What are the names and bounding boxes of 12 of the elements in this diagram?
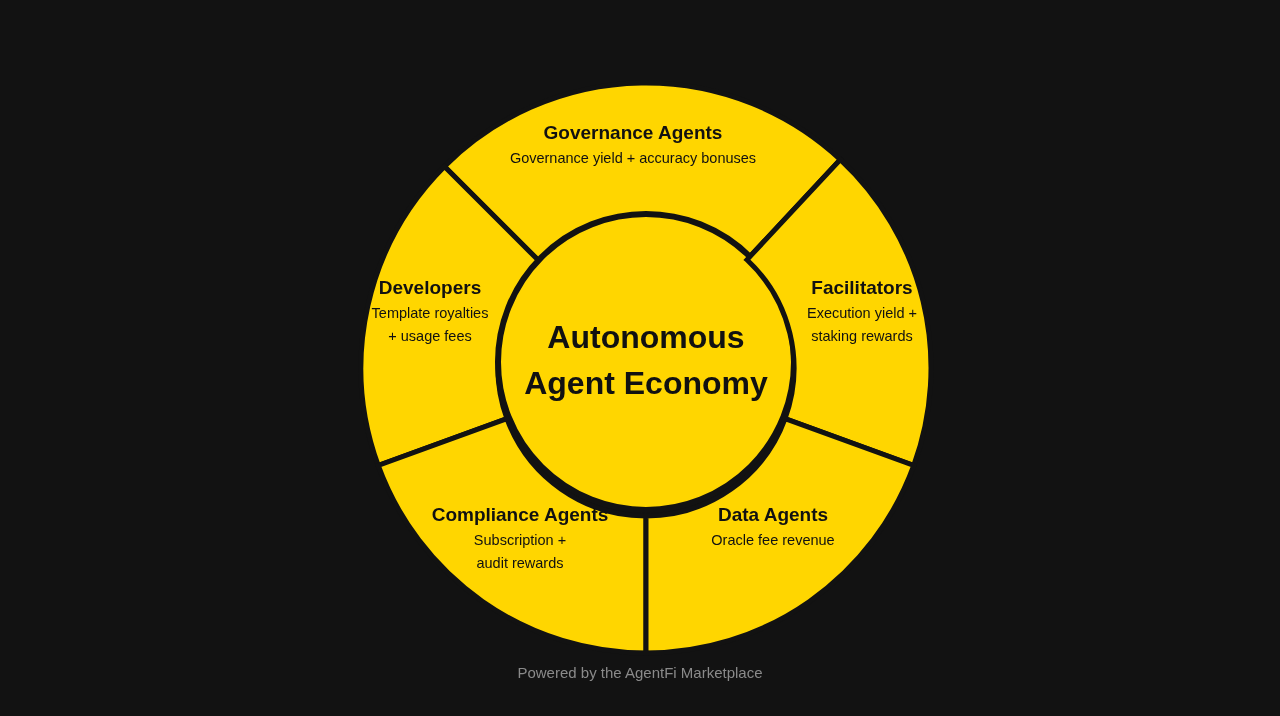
segment-title: Compliance Agents bbox=[430, 503, 610, 527]
segment-description: Governance yield + accuracy bonuses bbox=[508, 149, 758, 168]
footer-note: Powered by the AgentFi Marketplace bbox=[516, 664, 764, 681]
segment-title: Facilitators bbox=[810, 276, 914, 300]
segment-title: Data Agents bbox=[716, 503, 830, 527]
segment-description: Subscription + audit rewards bbox=[472, 531, 568, 573]
segment-title: Developers bbox=[377, 276, 483, 300]
center-title: Autonomous Agent Economy bbox=[523, 318, 769, 403]
segment-description: Template royalties + usage fees bbox=[370, 304, 490, 346]
segment-title: Governance Agents bbox=[542, 121, 724, 145]
segment-description: Oracle fee revenue bbox=[710, 531, 836, 550]
segment-description: Execution yield + staking rewards bbox=[806, 304, 918, 346]
